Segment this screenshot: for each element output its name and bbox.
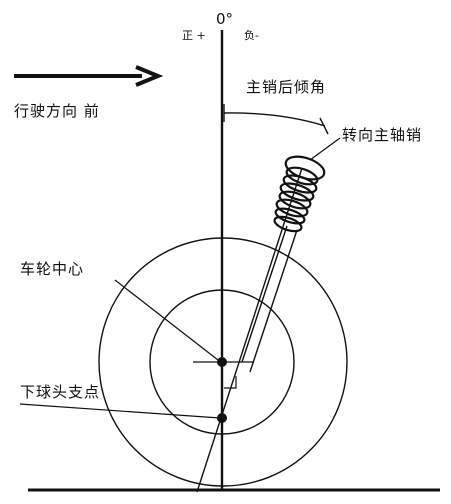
leader-kingpin bbox=[309, 137, 341, 161]
wheel-center-label: 车轮中心 bbox=[20, 260, 85, 278]
positive-label: 正 + bbox=[182, 29, 206, 42]
direction-label: 行驶方向 前 bbox=[14, 102, 100, 120]
kingpin-axis bbox=[196, 167, 303, 493]
wheel-center-marker bbox=[193, 357, 254, 367]
caster-angle-arc bbox=[223, 112, 326, 127]
leader-lower-ball-joint bbox=[19, 403, 221, 419]
direction-arrow bbox=[14, 65, 164, 87]
negative-label: 负- bbox=[244, 29, 259, 42]
leader-wheel-center bbox=[114, 279, 219, 361]
kingpin-label: 转向主轴销 bbox=[342, 126, 423, 144]
caster-angle-label: 主销后倾角 bbox=[246, 78, 327, 96]
kingpin-spring bbox=[273, 155, 326, 233]
lower-ball-joint-label: 下球头支点 bbox=[20, 383, 101, 401]
zero-degree-label: 0° bbox=[216, 10, 234, 28]
lower-ball-joint-dot bbox=[217, 413, 227, 423]
right-angle-marker bbox=[224, 376, 237, 389]
